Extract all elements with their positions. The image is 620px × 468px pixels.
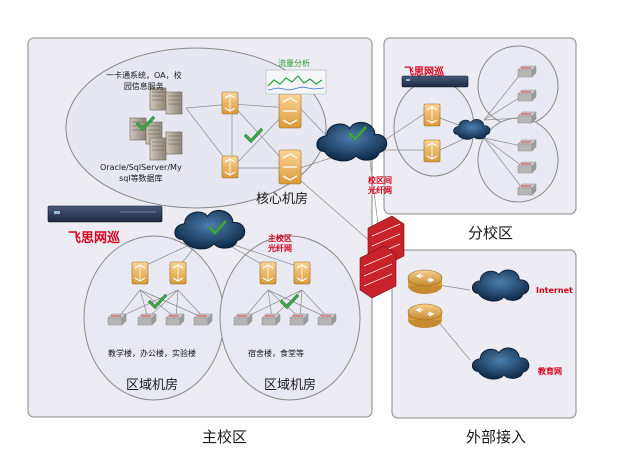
access-switch-icon xyxy=(193,313,213,326)
servers-services-label: 一卡通系统，OA，校 园信息服务 xyxy=(106,71,182,91)
branch-campus-label: 分校区 xyxy=(468,224,514,242)
core-switch-icon xyxy=(423,139,441,163)
external-access-label: 外部接入 xyxy=(466,428,527,446)
core-switch-icon xyxy=(293,261,311,285)
access-switch-icon xyxy=(137,313,157,326)
router-icon xyxy=(407,303,443,329)
access-switch-icon xyxy=(517,139,537,152)
access-switch-icon xyxy=(289,313,309,326)
main-campus-fiber-label: 主校区 光纤网 xyxy=(268,234,292,253)
server-icon xyxy=(149,137,167,161)
access-switch-icon xyxy=(261,313,281,326)
dorm-buildings-label: 宿舍楼，食堂等 xyxy=(248,349,304,358)
access-switch-icon xyxy=(317,313,337,326)
edu-net-label: 教育网 xyxy=(538,367,562,376)
campus-fiber-label: 校区间 光纤网 xyxy=(368,176,392,195)
access-switch-icon xyxy=(517,89,537,102)
brand-label-branch: 飞思网巡 xyxy=(404,67,444,78)
server-icon xyxy=(165,91,183,115)
access-switch-icon xyxy=(517,183,537,196)
core-switch-icon xyxy=(278,93,302,129)
traffic-monitor-screen xyxy=(265,69,327,95)
core-room-label: 核心机房 xyxy=(256,192,309,207)
external-access-panel xyxy=(391,249,577,419)
core-switch-icon xyxy=(423,103,441,127)
firewall-icon xyxy=(359,245,397,299)
access-switch-icon xyxy=(517,111,537,124)
access-switch-icon xyxy=(233,313,253,326)
server-icon xyxy=(165,131,183,155)
router-icon xyxy=(407,269,443,295)
brand-label-main: 飞思网巡 xyxy=(68,231,121,246)
core-switch-icon xyxy=(169,261,187,285)
core-switch-icon xyxy=(221,91,239,115)
monitor-appliance-icon xyxy=(47,205,163,223)
region-room-label-2: 区域机房 xyxy=(264,378,317,393)
access-switch-icon xyxy=(107,313,127,326)
branch-zone-top-right xyxy=(477,45,559,127)
teaching-buildings-label: 教学楼，办公楼，实验楼 xyxy=(108,349,196,358)
core-switch-icon xyxy=(259,261,277,285)
access-switch-icon xyxy=(165,313,185,326)
main-campus-label: 主校区 xyxy=(202,428,248,446)
internet-label: Internet xyxy=(536,286,573,295)
monitor-appliance-icon xyxy=(401,75,469,88)
traffic-analysis-label: 流量分析 xyxy=(278,59,310,68)
region-room-label-1: 区域机房 xyxy=(126,378,179,393)
access-switch-icon xyxy=(517,161,537,174)
database-label: Oracle/SqlServer/My sql等数据库 xyxy=(100,163,182,183)
core-switch-icon xyxy=(131,261,149,285)
access-switch-icon xyxy=(517,65,537,78)
core-switch-icon xyxy=(278,149,302,185)
core-switch-icon xyxy=(221,155,239,179)
